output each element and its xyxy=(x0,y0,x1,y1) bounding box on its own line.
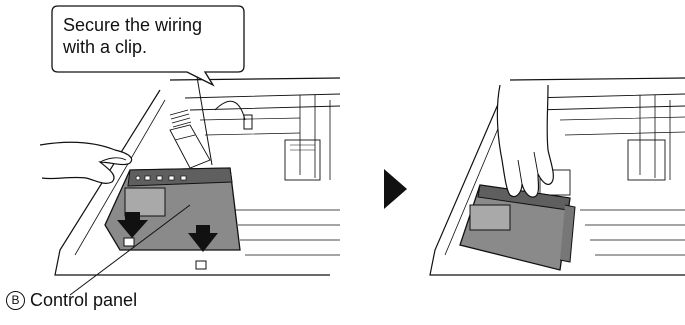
hand-left xyxy=(39,141,133,184)
control-panel-right xyxy=(459,184,576,271)
down-arrow-icon xyxy=(188,225,218,252)
left-illustration xyxy=(54,64,341,276)
hand-right xyxy=(496,84,554,198)
control-panel-left xyxy=(69,167,241,296)
callout-line-1: Secure the wiring xyxy=(63,15,203,35)
step-arrow-icon xyxy=(384,169,407,209)
callout-text: Secure the wiring with a clip. xyxy=(63,14,243,58)
callout-bubble xyxy=(51,5,245,87)
control-panel-label-text: Control panel xyxy=(30,290,138,310)
down-arrow-icon xyxy=(117,212,148,238)
control-panel-label: B Control panel xyxy=(6,289,137,311)
callout-line-2: with a clip. xyxy=(63,37,148,57)
circled-letter-b: B xyxy=(6,290,25,310)
